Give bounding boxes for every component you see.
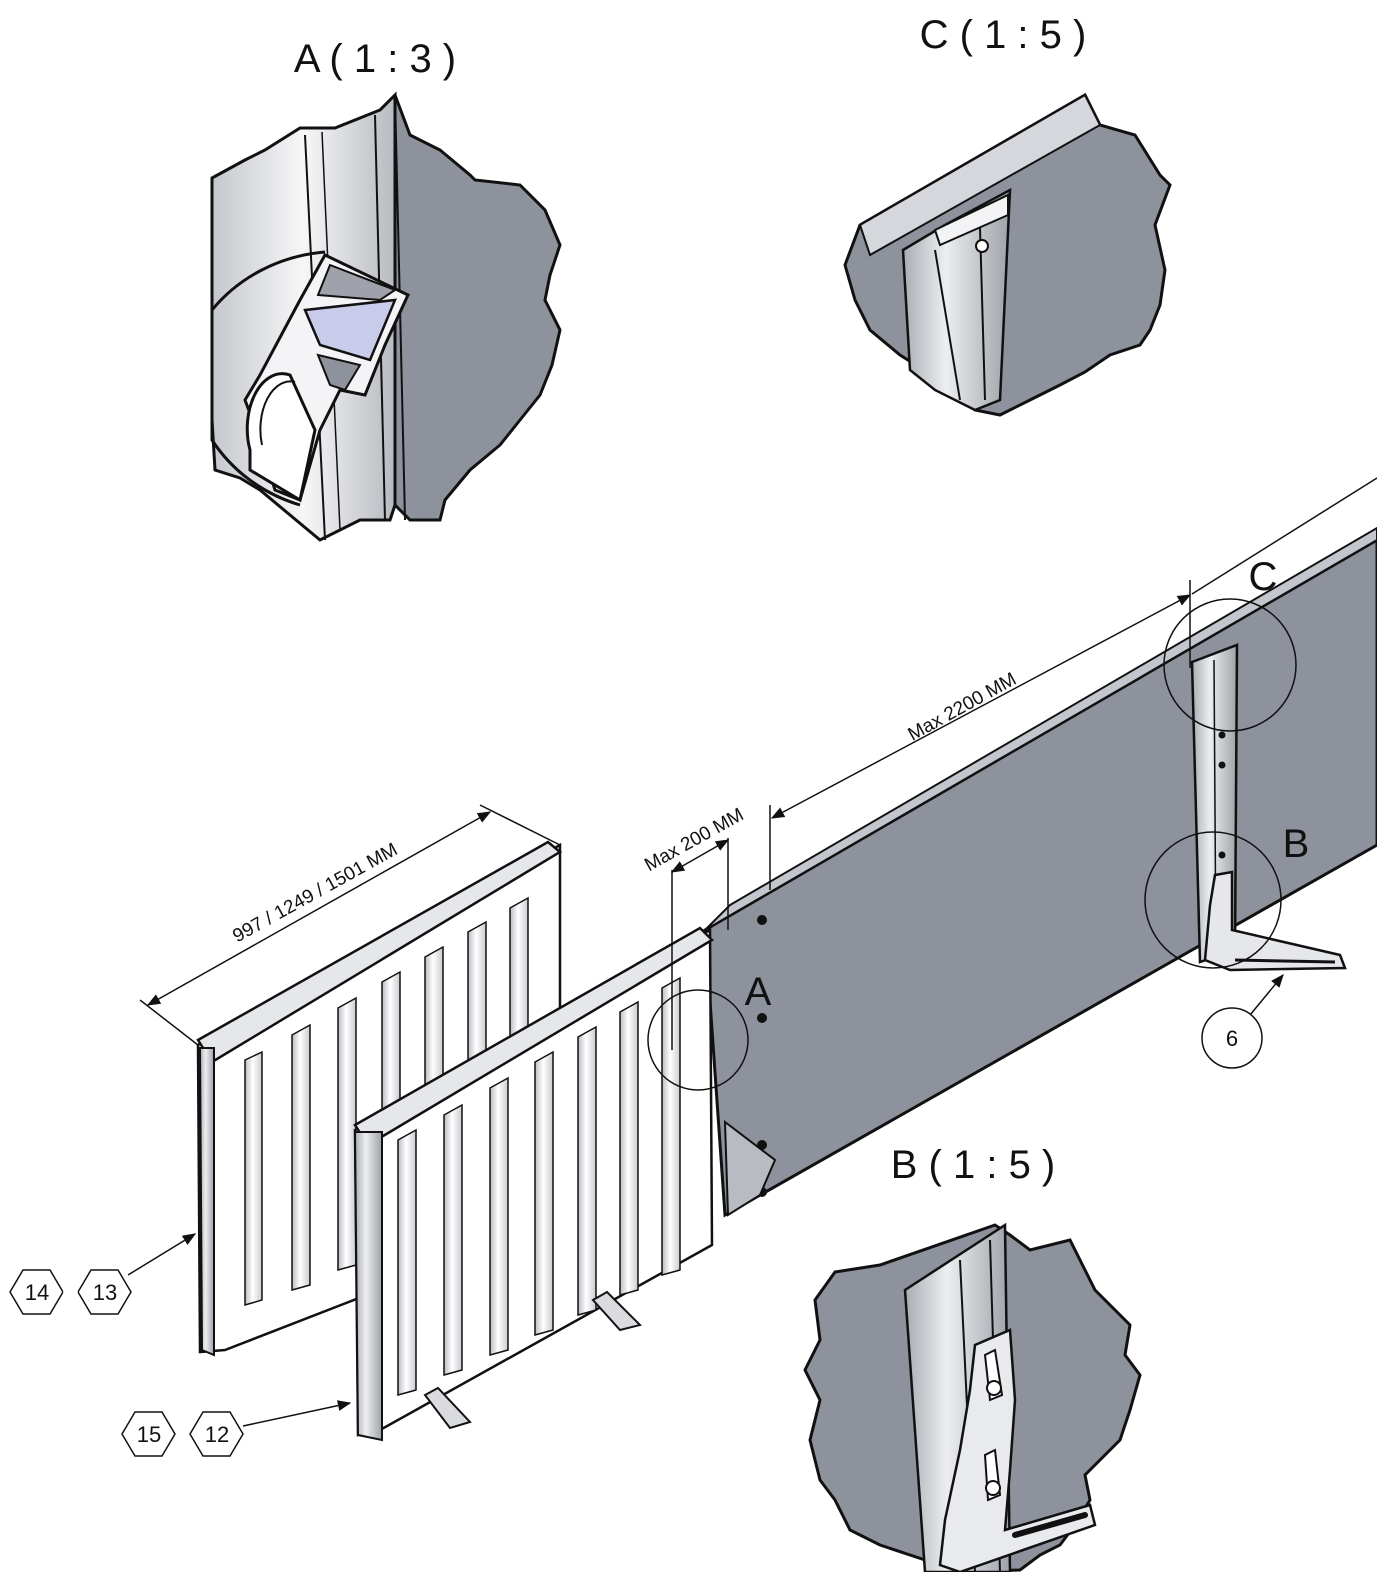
- detail-b-view: [803, 1222, 1142, 1572]
- panel-width-label: 997 / 1249 / 1501 MM: [229, 839, 401, 947]
- callout-15: 15: [137, 1422, 161, 1447]
- max-gap-dimension-line: [670, 839, 730, 873]
- detail-b-foot-bracket: [938, 1328, 1097, 1572]
- detail-a-panel: [388, 94, 562, 522]
- callout-12: 12: [205, 1422, 229, 1447]
- detail-b-marker-circle: [1144, 831, 1282, 969]
- detail-a-view: [210, 91, 562, 542]
- max-post-spacing-dimension-line: [770, 594, 1192, 819]
- callout-13: 13: [93, 1280, 117, 1305]
- callout-6: 6: [1226, 1026, 1238, 1051]
- front-frame-rollers: [397, 976, 681, 1396]
- detail-c-view: [843, 92, 1172, 417]
- detail-a-marker: A: [745, 970, 772, 1014]
- detail-b-title: B ( 1 : 5 ): [891, 1143, 1056, 1187]
- callout-14: 14: [25, 1280, 49, 1305]
- detail-a-title: A ( 1 : 3 ): [294, 37, 456, 81]
- long-panel: [703, 538, 1377, 1218]
- max-post-spacing-label: Max 2200 MM: [905, 669, 1020, 746]
- panel-width-dimension-line: [146, 811, 492, 1006]
- detail-c-title: C ( 1 : 5 ): [920, 13, 1087, 57]
- main-assembly: [9, 477, 1377, 1457]
- detail-b-marker: B: [1283, 822, 1310, 866]
- detail-a-marker-circle: [647, 989, 749, 1091]
- long-panel-foot: [1203, 870, 1347, 972]
- max-gap-label: Max 200 MM: [641, 804, 747, 876]
- detail-a-section-circle: [210, 250, 326, 507]
- detail-c-marker: C: [1249, 555, 1278, 599]
